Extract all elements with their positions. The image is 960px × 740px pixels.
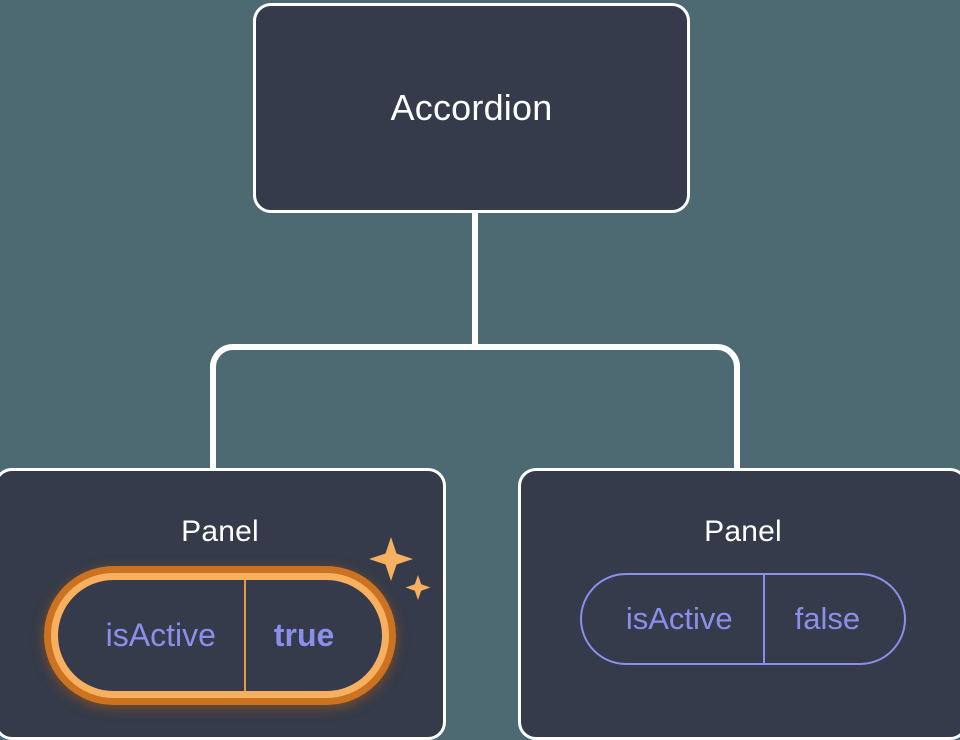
prop-key-label: isActive xyxy=(105,617,216,653)
node-accordion[interactable]: Accordion xyxy=(253,3,690,213)
prop-pill-inactive-wrap: isActive false xyxy=(579,573,907,665)
node-panel-active[interactable]: Panel isActive true xyxy=(0,468,446,740)
prop-key-label: isActive xyxy=(625,601,733,636)
node-panel-inactive[interactable]: Panel isActive false xyxy=(518,468,960,740)
prop-value-label: true xyxy=(243,580,382,691)
prop-pill-is-active-true[interactable]: isActive true xyxy=(50,573,390,698)
connector-branch-right xyxy=(475,344,740,470)
connector-branch-left xyxy=(210,344,475,470)
prop-pill-active-wrap: isActive true xyxy=(50,537,431,698)
prop-value-label: false xyxy=(762,575,904,663)
prop-pill-is-active-false[interactable]: isActive false xyxy=(579,573,907,665)
node-panel-inactive-label: Panel xyxy=(704,515,782,548)
node-accordion-label: Accordion xyxy=(390,87,553,128)
node-panel-active-label: Panel xyxy=(181,515,259,548)
